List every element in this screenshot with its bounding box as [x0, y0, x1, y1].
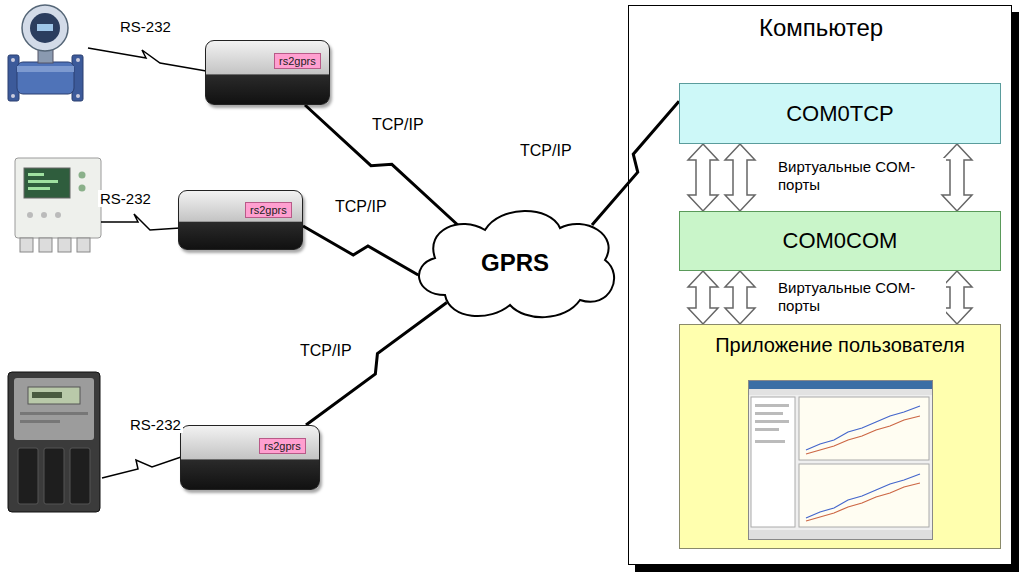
- application-box: Приложение пользователя: [679, 324, 1001, 549]
- label-anchor: RS-232: [128, 416, 183, 434]
- virtual-port-arrow: [725, 271, 755, 324]
- serial-link: [101, 214, 180, 230]
- interface-label: RS-232: [128, 416, 183, 433]
- serial-link: [102, 456, 184, 478]
- software-box: COM0COM: [679, 211, 1001, 271]
- interface-label: RS-232: [118, 18, 173, 35]
- gprs-modem: rs2gprs: [205, 40, 330, 105]
- software-box: COM0TCP: [679, 83, 1001, 144]
- cloud-shape: [419, 211, 614, 317]
- port-label: Виртуальные COM-порты: [776, 279, 946, 315]
- controller-picture: [15, 158, 101, 252]
- network-cloud: GPRS: [405, 200, 625, 325]
- electricity-meter-picture: [8, 372, 100, 512]
- edge-label-anchor: Виртуальные COM-порты: [776, 158, 946, 194]
- virtual-port-arrow: [942, 144, 972, 211]
- port-label: Виртуальные COM-порты: [776, 158, 946, 194]
- gprs-modem: rs2gprs: [180, 425, 320, 490]
- protocol-label: TCP/IP: [370, 116, 426, 134]
- edge-label-anchor: TCP/IP: [370, 116, 426, 134]
- panel-title: Компьютер: [759, 14, 883, 42]
- protocol-label: TCP/IP: [298, 342, 354, 360]
- gprs-modem: rs2gprs: [178, 190, 303, 250]
- application-name: Приложение пользователя: [715, 334, 965, 357]
- edge-label-anchor: TCP/IP: [333, 198, 389, 216]
- virtual-port-arrow: [725, 144, 755, 211]
- protocol-label: TCP/IP: [518, 142, 574, 160]
- software-name: COM0TCP: [786, 101, 894, 127]
- tcp-link: [303, 226, 418, 275]
- virtual-port-arrow: [942, 271, 972, 324]
- software-name: COM0COM: [783, 228, 898, 254]
- network-name: GPRS: [481, 249, 549, 277]
- label-anchor: RS-232: [118, 18, 173, 36]
- device-tag: rs2gprs: [245, 202, 292, 218]
- tcp-link: [306, 303, 447, 426]
- virtual-port-arrow: [688, 144, 718, 211]
- tcp-link: [305, 105, 458, 225]
- interface-label: RS-232: [98, 190, 153, 207]
- protocol-label: TCP/IP: [333, 198, 389, 216]
- flowmeter-picture: [8, 5, 83, 101]
- serial-link: [88, 48, 212, 72]
- edge-label-anchor: TCP/IP: [298, 342, 354, 360]
- device-tag: rs2gprs: [274, 53, 321, 69]
- virtual-port-arrow: [688, 271, 718, 324]
- serial-link: [88, 48, 212, 478]
- edge-label-anchor: TCP/IP: [518, 142, 574, 160]
- device-tag: rs2gprs: [259, 438, 306, 454]
- edge-label-anchor: Виртуальные COM-порты: [776, 279, 946, 315]
- label-anchor: RS-232: [98, 190, 153, 208]
- application-screenshot: [748, 380, 933, 540]
- tcp-link: [592, 101, 679, 225]
